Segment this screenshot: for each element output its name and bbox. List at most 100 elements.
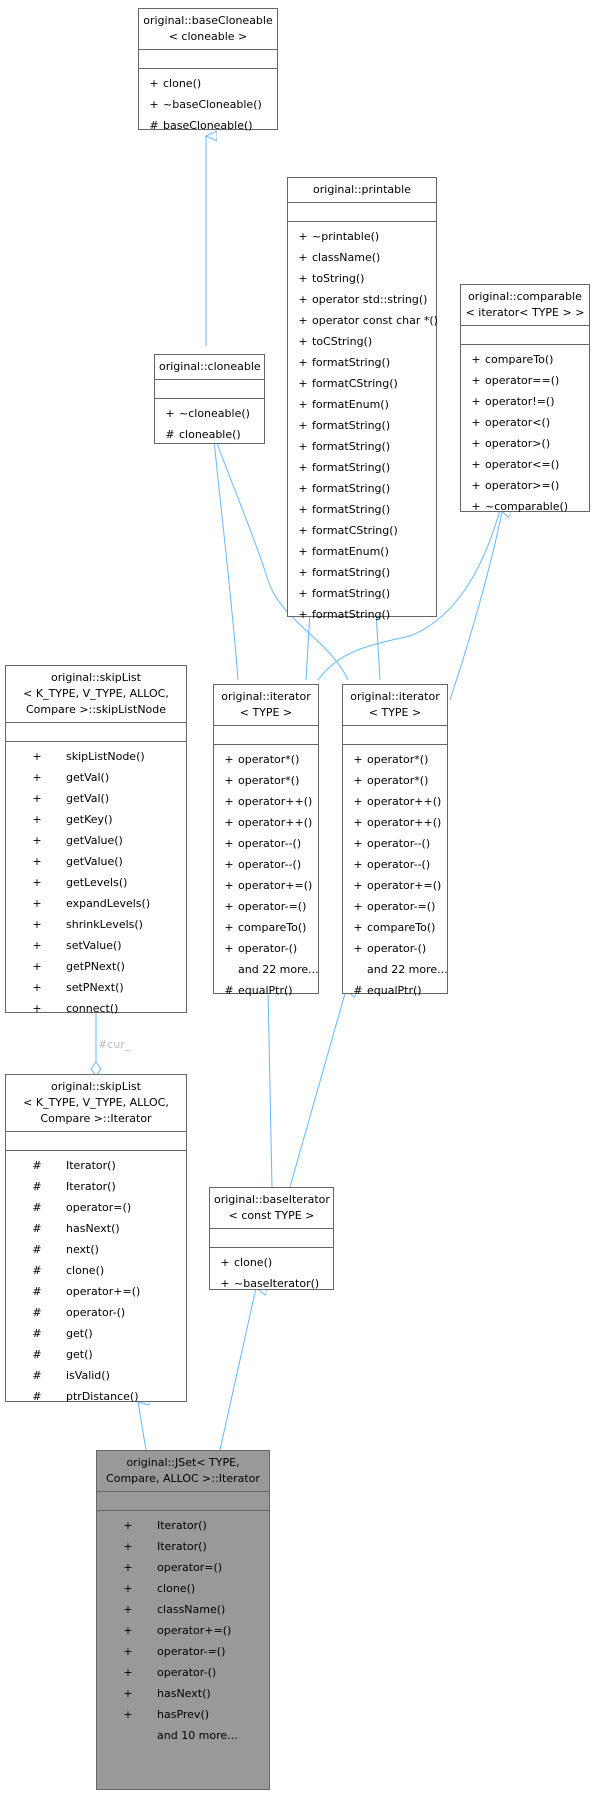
method-row[interactable]: +hasNext() bbox=[97, 1683, 269, 1704]
method-row[interactable]: +~printable() bbox=[288, 226, 436, 247]
method-row[interactable]: +operator-() bbox=[97, 1662, 269, 1683]
method-row[interactable]: +setValue() bbox=[6, 935, 186, 956]
method-row[interactable]: #operator-() bbox=[6, 1302, 186, 1323]
method-row[interactable]: +operator-() bbox=[214, 938, 318, 959]
method-row[interactable]: +~comparable() bbox=[461, 496, 589, 517]
method-row[interactable]: +~baseIterator() bbox=[210, 1273, 333, 1294]
method-row[interactable]: +operator*() bbox=[343, 770, 447, 791]
class-iterator-1[interactable]: original::iterator < TYPE >+operator*()+… bbox=[213, 684, 319, 997]
method-row[interactable]: +getVal() bbox=[6, 767, 186, 788]
method-row[interactable]: +formatString() bbox=[288, 499, 436, 520]
method-row[interactable]: +setPNext() bbox=[6, 977, 186, 998]
method-row[interactable]: #operator+=() bbox=[6, 1281, 186, 1302]
method-row[interactable]: +compareTo() bbox=[343, 917, 447, 938]
method-row[interactable]: +clone() bbox=[97, 1578, 269, 1599]
method-row[interactable]: +Iterator() bbox=[97, 1536, 269, 1557]
method-row[interactable]: +operator-() bbox=[343, 938, 447, 959]
method-row[interactable]: +toString() bbox=[288, 268, 436, 289]
method-row[interactable]: +operator--() bbox=[343, 833, 447, 854]
method-row[interactable]: +operator=() bbox=[97, 1557, 269, 1578]
method-row[interactable]: +operator++() bbox=[343, 812, 447, 833]
method-row[interactable]: #get() bbox=[6, 1344, 186, 1365]
method-row[interactable]: +operator!=() bbox=[461, 391, 589, 412]
method-row[interactable]: +operator*() bbox=[214, 770, 318, 791]
method-row[interactable]: +operator+=() bbox=[97, 1620, 269, 1641]
method-row[interactable]: +shrinkLevels() bbox=[6, 914, 186, 935]
method-row[interactable]: +connect() bbox=[6, 998, 186, 1019]
class-JSet-Iterator[interactable]: original::JSet< TYPE, Compare, ALLOC >::… bbox=[96, 1450, 270, 1790]
method-row[interactable]: +getValue() bbox=[6, 830, 186, 851]
method-row[interactable]: +getValue() bbox=[6, 851, 186, 872]
method-row[interactable]: +formatEnum() bbox=[288, 541, 436, 562]
method-row[interactable]: +formatString() bbox=[288, 604, 436, 625]
method-row[interactable]: #next() bbox=[6, 1239, 186, 1260]
method-row[interactable]: +getVal() bbox=[6, 788, 186, 809]
method-row[interactable]: +formatString() bbox=[288, 415, 436, 436]
method-row[interactable]: +operator++() bbox=[343, 791, 447, 812]
method-row[interactable]: +operator>=() bbox=[461, 475, 589, 496]
method-row[interactable]: +getLevels() bbox=[6, 872, 186, 893]
method-row[interactable]: +getPNext() bbox=[6, 956, 186, 977]
method-row[interactable]: #equalPtr() bbox=[343, 980, 447, 1001]
method-row[interactable]: +operator+=() bbox=[214, 875, 318, 896]
method-row[interactable]: +hasPrev() bbox=[97, 1704, 269, 1725]
method-row[interactable]: +formatString() bbox=[288, 436, 436, 457]
method-row[interactable]: +operator-=() bbox=[97, 1641, 269, 1662]
method-row[interactable]: and 22 more... bbox=[214, 959, 319, 980]
method-row[interactable]: +operator++() bbox=[214, 791, 318, 812]
class-iterator-2[interactable]: original::iterator < TYPE >+operator*()+… bbox=[342, 684, 448, 997]
class-cloneable[interactable]: original::cloneable+~cloneable()#cloneab… bbox=[154, 354, 265, 444]
method-row[interactable]: +operator*() bbox=[214, 749, 318, 770]
method-row[interactable]: +skipListNode() bbox=[6, 746, 186, 767]
method-row[interactable]: #hasNext() bbox=[6, 1218, 186, 1239]
method-row[interactable]: +compareTo() bbox=[214, 917, 318, 938]
class-printable[interactable]: original::printable+~printable()+classNa… bbox=[287, 177, 438, 621]
method-row[interactable]: +clone() bbox=[210, 1252, 333, 1273]
method-row[interactable]: and 22 more... bbox=[343, 959, 448, 980]
method-row[interactable]: +clone() bbox=[139, 73, 277, 94]
method-row[interactable]: #get() bbox=[6, 1323, 186, 1344]
method-row[interactable]: #isValid() bbox=[6, 1365, 186, 1386]
method-row[interactable]: +formatString() bbox=[288, 562, 436, 583]
method-row[interactable]: +operator--() bbox=[214, 833, 318, 854]
method-row[interactable]: +formatCString() bbox=[288, 373, 436, 394]
method-row[interactable]: +~cloneable() bbox=[155, 403, 264, 424]
method-row[interactable]: +operator--() bbox=[343, 854, 447, 875]
method-row[interactable]: +className() bbox=[288, 247, 436, 268]
method-row[interactable]: +operator-=() bbox=[214, 896, 318, 917]
class-baseCloneable[interactable]: original::baseCloneable < cloneable >+cl… bbox=[138, 8, 278, 132]
method-row[interactable]: #ptrDistance() bbox=[6, 1386, 186, 1407]
method-row[interactable]: #cloneable() bbox=[155, 424, 264, 445]
method-row[interactable]: +className() bbox=[97, 1599, 269, 1620]
method-row[interactable]: +getKey() bbox=[6, 809, 186, 830]
method-row[interactable]: +formatString() bbox=[288, 352, 436, 373]
method-row[interactable]: +operator std::string() bbox=[288, 289, 436, 310]
method-row[interactable]: +formatCString() bbox=[288, 520, 436, 541]
method-row[interactable]: +Iterator() bbox=[97, 1515, 269, 1536]
method-row[interactable]: #equalPtr() bbox=[214, 980, 318, 1001]
method-row[interactable]: +formatEnum() bbox=[288, 394, 436, 415]
method-row[interactable]: +compareTo() bbox=[461, 349, 589, 370]
method-row[interactable]: +expandLevels() bbox=[6, 893, 186, 914]
class-comparable[interactable]: original::comparable < iterator< TYPE > … bbox=[460, 284, 590, 513]
method-row[interactable]: #clone() bbox=[6, 1260, 186, 1281]
method-row[interactable]: +operator==() bbox=[461, 370, 589, 391]
method-row[interactable]: #operator=() bbox=[6, 1197, 186, 1218]
method-row[interactable]: #Iterator() bbox=[6, 1155, 186, 1176]
method-row[interactable]: +operator-=() bbox=[343, 896, 447, 917]
method-row[interactable]: and 10 more... bbox=[97, 1725, 269, 1746]
method-row[interactable]: +operator const char *() bbox=[288, 310, 438, 331]
method-row[interactable]: +formatString() bbox=[288, 457, 436, 478]
method-row[interactable]: +formatString() bbox=[288, 583, 436, 604]
method-row[interactable]: +operator--() bbox=[214, 854, 318, 875]
method-row[interactable]: +formatString() bbox=[288, 478, 436, 499]
method-row[interactable]: +operator>() bbox=[461, 433, 589, 454]
method-row[interactable]: +operator<=() bbox=[461, 454, 589, 475]
method-row[interactable]: #Iterator() bbox=[6, 1176, 186, 1197]
method-row[interactable]: #baseCloneable() bbox=[139, 115, 277, 136]
method-row[interactable]: +~baseCloneable() bbox=[139, 94, 277, 115]
method-row[interactable]: +operator*() bbox=[343, 749, 447, 770]
class-baseIterator[interactable]: original::baseIterator < const TYPE >+cl… bbox=[209, 1187, 334, 1290]
method-row[interactable]: +operator++() bbox=[214, 812, 318, 833]
method-row[interactable]: +toCString() bbox=[288, 331, 436, 352]
